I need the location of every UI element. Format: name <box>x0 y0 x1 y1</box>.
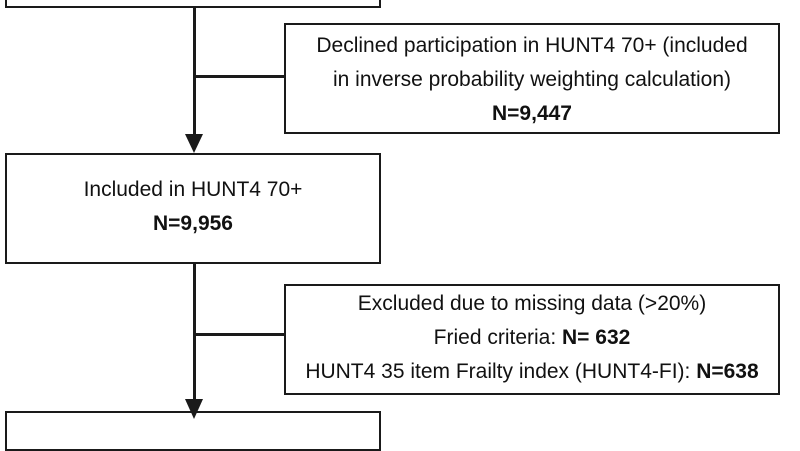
declined-count: N=9,447 <box>492 102 572 125</box>
declined-line-1: Declined participation in HUNT4 70+ (inc… <box>316 34 748 57</box>
excluded-fi-row: HUNT4 35 item Frailty index (HUNT4-FI): … <box>286 355 778 389</box>
fi-label: HUNT4 35 item Frailty index (HUNT4-FI): <box>305 360 697 383</box>
flowchart-canvas: Declined participation in HUNT4 70+ (inc… <box>5 0 780 451</box>
main-flow-line <box>193 8 196 136</box>
declined-box: Declined participation in HUNT4 70+ (inc… <box>284 23 780 134</box>
included-label: Included in HUNT4 70+ <box>83 178 303 201</box>
arrowheads <box>185 134 203 419</box>
fi-count: N=638 <box>696 360 759 383</box>
top-box <box>5 0 381 8</box>
excluded-line-1: Excluded due to missing data (>20%) <box>357 292 707 315</box>
fried-label: Fried criteria: <box>433 326 563 349</box>
arrowhead-down-2 <box>185 399 203 419</box>
included-count: N=9,956 <box>153 212 233 235</box>
declined-line-2: in inverse probability weighting calcula… <box>332 68 732 91</box>
fried-count: N= 632 <box>562 326 631 349</box>
branch-line-declined <box>193 75 285 78</box>
arrowhead-down-1 <box>185 134 203 153</box>
excluded-box: Excluded due to missing data (>20%) Frie… <box>284 284 780 395</box>
included-box: Included in HUNT4 70+ N=9,956 <box>5 153 381 264</box>
branch-line-excluded <box>193 333 285 336</box>
excluded-fried-row: Fried criteria: N= 632 <box>286 321 778 355</box>
